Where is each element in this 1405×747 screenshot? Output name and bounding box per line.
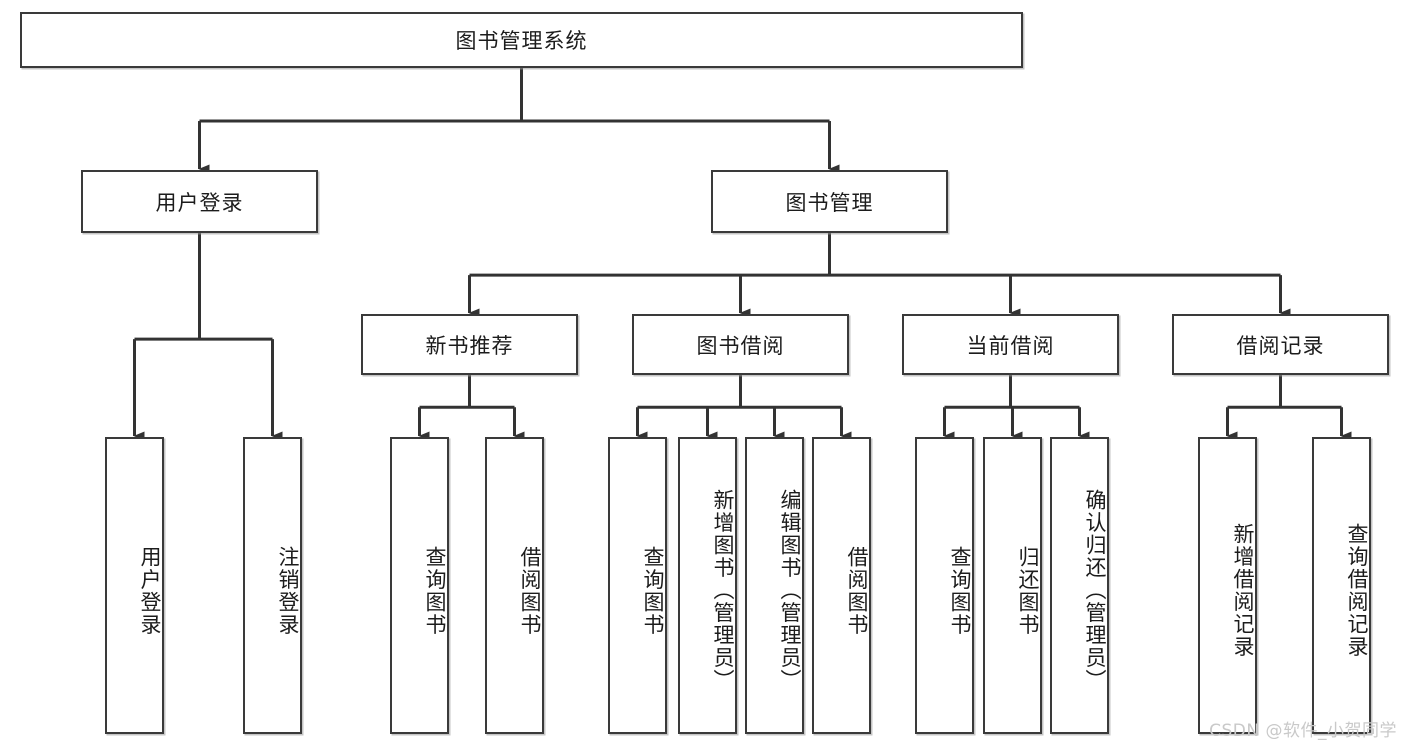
node-current-borrow[interactable]: 当前借阅 bbox=[902, 314, 1119, 375]
node-leaf-query-book-current[interactable]: 查询图书 bbox=[915, 437, 974, 734]
node-leaf-query-book-rec[interactable]: 查询图书 bbox=[390, 437, 449, 734]
node-label: 图书管理系统 bbox=[455, 29, 588, 53]
node-label: 用户登录 bbox=[155, 190, 244, 215]
node-label: 借阅记录 bbox=[1236, 333, 1325, 358]
node-label: 编辑图书（管理员） bbox=[778, 489, 802, 692]
node-leaf-logout-login[interactable]: 注销登录 bbox=[243, 437, 302, 734]
node-leaf-query-borrow-record[interactable]: 查询借阅记录 bbox=[1312, 437, 1371, 734]
node-label: 新增图书（管理员） bbox=[711, 489, 735, 692]
node-leaf-confirm-return-admin[interactable]: 确认归还（管理员） bbox=[1050, 437, 1109, 734]
node-new-book-recommend[interactable]: 新书推荐 bbox=[361, 314, 578, 375]
node-label: 查询图书 bbox=[641, 545, 665, 636]
node-label: 图书借阅 bbox=[696, 333, 785, 358]
node-leaf-edit-book-admin[interactable]: 编辑图书（管理员） bbox=[745, 437, 804, 734]
node-book-borrow[interactable]: 图书借阅 bbox=[632, 314, 849, 375]
node-label: 借阅图书 bbox=[845, 545, 869, 636]
node-label: 查询借阅记录 bbox=[1345, 523, 1369, 658]
node-label: 归还图书 bbox=[1016, 545, 1040, 636]
node-label: 借阅图书 bbox=[518, 545, 542, 636]
node-label: 查询图书 bbox=[423, 545, 447, 636]
node-root[interactable]: 图书管理系统 bbox=[20, 12, 1023, 68]
node-user-login[interactable]: 用户登录 bbox=[81, 170, 318, 233]
node-label: 注销登录 bbox=[276, 545, 300, 636]
node-label: 新增借阅记录 bbox=[1231, 523, 1255, 658]
node-label: 用户登录 bbox=[138, 545, 162, 636]
node-leaf-borrow-book[interactable]: 借阅图书 bbox=[812, 437, 871, 734]
node-label: 图书管理 bbox=[785, 190, 874, 215]
node-book-manage[interactable]: 图书管理 bbox=[711, 170, 948, 233]
node-label: 确认归还（管理员） bbox=[1083, 489, 1107, 692]
node-label: 新书推荐 bbox=[425, 333, 514, 358]
node-leaf-return-book[interactable]: 归还图书 bbox=[983, 437, 1042, 734]
node-borrow-record[interactable]: 借阅记录 bbox=[1172, 314, 1389, 375]
node-label: 当前借阅 bbox=[966, 333, 1055, 358]
node-leaf-user-login[interactable]: 用户登录 bbox=[105, 437, 164, 734]
node-label: 查询图书 bbox=[948, 545, 972, 636]
node-leaf-add-book-admin[interactable]: 新增图书（管理员） bbox=[678, 437, 737, 734]
node-leaf-query-book-borrow[interactable]: 查询图书 bbox=[608, 437, 667, 734]
node-leaf-add-borrow-record[interactable]: 新增借阅记录 bbox=[1198, 437, 1257, 734]
node-leaf-borrow-book-rec[interactable]: 借阅图书 bbox=[485, 437, 544, 734]
